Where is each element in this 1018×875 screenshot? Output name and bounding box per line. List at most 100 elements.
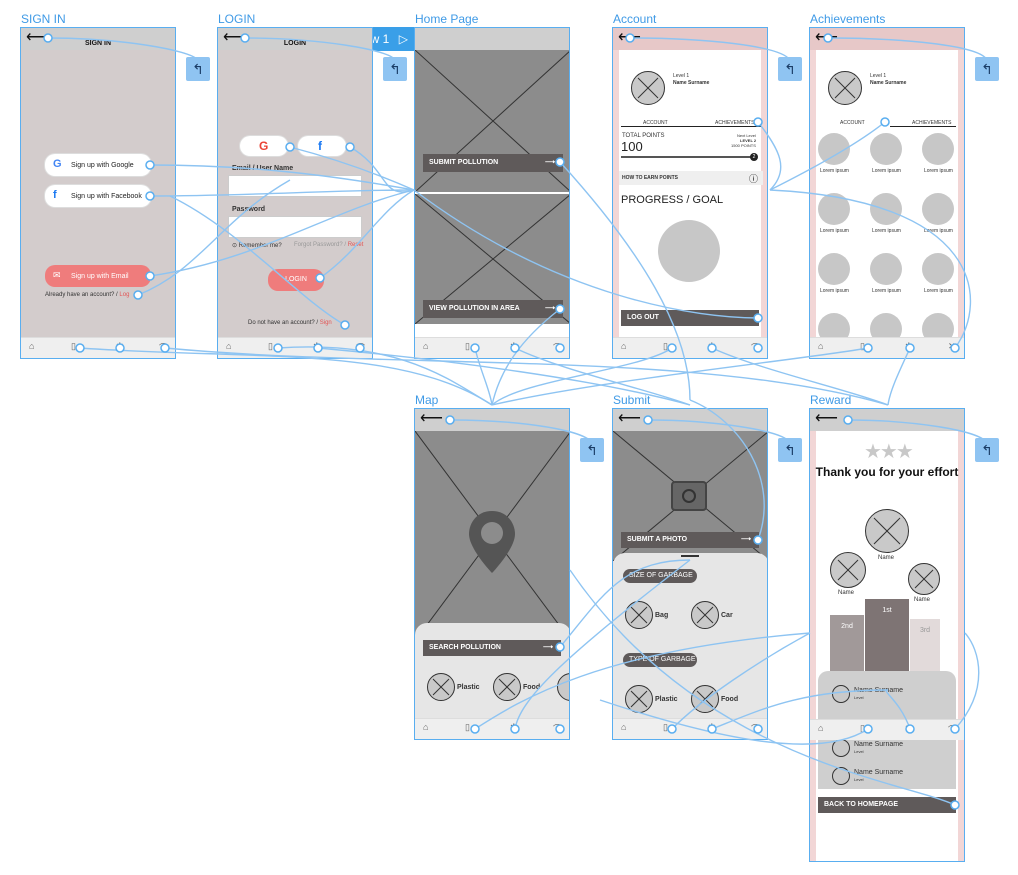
return-arrow-icon[interactable]: ↰ bbox=[975, 438, 999, 462]
google-signup-button[interactable]: G Sign up with Google bbox=[45, 154, 151, 176]
home-icon[interactable]: ⌂ bbox=[621, 341, 627, 351]
login-link[interactable]: Log bbox=[119, 292, 130, 298]
car-option-icon[interactable] bbox=[691, 601, 719, 629]
how-to-earn-row[interactable]: HOW TO EARN POINTS ⓘ bbox=[619, 171, 763, 185]
home-icon[interactable]: ⌂ bbox=[29, 341, 35, 351]
map-icon[interactable]: ▯ bbox=[465, 722, 470, 732]
home-icon[interactable]: ⌂ bbox=[818, 723, 824, 733]
home-icon[interactable]: ⌂ bbox=[621, 722, 627, 732]
points-value: 100 bbox=[621, 139, 643, 154]
settings-icon[interactable]: ✲ bbox=[905, 341, 913, 351]
settings-icon[interactable]: ✲ bbox=[313, 341, 321, 351]
achievement-badge[interactable] bbox=[922, 133, 954, 165]
leaderboard-name: Name Surname bbox=[854, 769, 904, 776]
settings-icon[interactable]: ✲ bbox=[116, 341, 124, 351]
map-icon[interactable]: ▯ bbox=[860, 723, 865, 733]
facebook-signup-button[interactable]: f Sign up with Facebook bbox=[45, 185, 151, 207]
achievement-badge[interactable] bbox=[870, 253, 902, 285]
map-icon[interactable]: ▯ bbox=[860, 341, 865, 351]
email-signup-button[interactable]: ✉ Sign up with Email bbox=[45, 265, 151, 287]
tab-account[interactable]: ACCOUNT bbox=[840, 120, 865, 126]
placeholder-cross bbox=[432, 678, 450, 696]
return-arrow-icon[interactable]: ↰ bbox=[778, 438, 802, 462]
achievement-label: Lorem ipsum bbox=[924, 288, 953, 294]
profile-icon[interactable]: ⌒ bbox=[553, 343, 563, 353]
home-icon[interactable]: ⌂ bbox=[226, 341, 232, 351]
logout-button[interactable]: LOG OUT bbox=[621, 310, 759, 326]
profile-icon[interactable]: ⌒ bbox=[159, 343, 169, 353]
achievement-badge[interactable] bbox=[818, 253, 850, 285]
remember-me-checkbox[interactable]: ⊙ Remember me? bbox=[232, 242, 282, 249]
plastic-filter-icon[interactable] bbox=[427, 673, 455, 701]
settings-icon[interactable]: ✲ bbox=[905, 723, 913, 733]
achievement-badge[interactable] bbox=[922, 253, 954, 285]
profile-icon[interactable]: ⌒ bbox=[751, 724, 761, 734]
settings-icon[interactable]: ✲ bbox=[708, 722, 716, 732]
plastic-option-icon[interactable] bbox=[625, 685, 653, 713]
already-account-label: Already have an account? / bbox=[45, 292, 118, 298]
plastic-label: Plastic bbox=[457, 684, 480, 691]
arrow-left-icon[interactable]: ⟵ bbox=[815, 410, 838, 427]
return-arrow-icon[interactable]: ↰ bbox=[778, 57, 802, 81]
food-option-icon[interactable] bbox=[691, 685, 719, 713]
return-arrow-icon[interactable]: ↰ bbox=[975, 57, 999, 81]
back-to-homepage-button[interactable]: BACK TO HOMEPAGE bbox=[818, 797, 956, 813]
bag-option-icon[interactable] bbox=[625, 601, 653, 629]
achievement-label: Lorem ipsum bbox=[924, 228, 953, 234]
profile-icon[interactable]: ⌒ bbox=[553, 724, 563, 734]
camera-icon[interactable] bbox=[671, 481, 707, 511]
close-icon[interactable]: ✕ bbox=[948, 341, 956, 351]
drag-handle[interactable] bbox=[681, 555, 699, 557]
profile-icon[interactable]: ⌒ bbox=[948, 725, 958, 735]
info-icon[interactable]: ⓘ bbox=[748, 174, 758, 184]
settings-icon[interactable]: ✲ bbox=[708, 341, 716, 351]
facebook-login-button[interactable]: f bbox=[298, 136, 346, 156]
map-icon[interactable]: ▯ bbox=[663, 722, 668, 732]
return-arrow-icon[interactable]: ↰ bbox=[580, 438, 604, 462]
google-login-button[interactable]: G bbox=[240, 136, 288, 156]
map-icon[interactable]: ▯ bbox=[268, 341, 273, 351]
top-bar: ⟵ bbox=[810, 409, 964, 431]
stars-icon: ★★★ bbox=[864, 441, 914, 463]
achievement-badge[interactable] bbox=[870, 133, 902, 165]
tab-achievements[interactable]: ACHIEVEMENTS bbox=[715, 120, 755, 126]
map-icon[interactable]: ▯ bbox=[71, 341, 76, 351]
arrow-left-icon[interactable]: ⟵ bbox=[223, 29, 246, 46]
map-icon[interactable]: ▯ bbox=[465, 341, 470, 351]
leaderboard-name: Name Surname bbox=[854, 741, 904, 748]
tab-achievements[interactable]: ACHIEVEMENTS bbox=[912, 120, 952, 126]
how-to-label: HOW TO EARN POINTS bbox=[622, 175, 679, 181]
food-filter-icon[interactable] bbox=[493, 673, 521, 701]
profile-icon[interactable]: ⌒ bbox=[356, 343, 366, 353]
arrow-left-icon[interactable]: ⟵ bbox=[618, 410, 641, 427]
settings-icon[interactable]: ✲ bbox=[510, 722, 518, 732]
home-icon[interactable]: ⌂ bbox=[423, 722, 429, 732]
login-button[interactable]: LOGIN bbox=[268, 269, 324, 291]
achievement-badge[interactable] bbox=[818, 193, 850, 225]
achievement-badge[interactable] bbox=[870, 193, 902, 225]
signup-link[interactable]: Sign bbox=[319, 320, 332, 326]
arrow-left-icon[interactable]: ⟵ bbox=[26, 29, 49, 46]
submit-photo-button[interactable]: SUBMIT A PHOTO⟶ bbox=[621, 532, 759, 548]
arrow-left-icon[interactable]: ⟵ bbox=[420, 410, 443, 427]
achievement-badge[interactable] bbox=[818, 133, 850, 165]
tab-account[interactable]: ACCOUNT bbox=[643, 120, 668, 126]
return-arrow-icon[interactable]: ↰ bbox=[383, 57, 407, 81]
settings-icon[interactable]: ✲ bbox=[510, 341, 518, 351]
email-field[interactable] bbox=[228, 175, 362, 197]
home-icon[interactable]: ⌂ bbox=[423, 341, 429, 351]
profile-icon[interactable]: ⌒ bbox=[751, 343, 761, 353]
reset-link[interactable]: Reset bbox=[347, 242, 364, 248]
home-icon[interactable]: ⌂ bbox=[818, 341, 824, 351]
map-icon[interactable]: ▯ bbox=[663, 341, 668, 351]
password-field[interactable] bbox=[228, 216, 362, 238]
search-pollution-button[interactable]: SEARCH POLLUTION⟶ bbox=[423, 640, 561, 656]
arrow-left-icon[interactable]: ⟵ bbox=[618, 29, 641, 46]
third-place-avatar bbox=[908, 563, 940, 595]
achievement-badge[interactable] bbox=[922, 193, 954, 225]
arrow-left-icon[interactable]: ⟵ bbox=[815, 29, 838, 46]
bottom-nav: ⌂ ▯ ✲ ⌒ bbox=[415, 718, 569, 739]
view-pollution-button[interactable]: VIEW POLLUTION IN AREA⟶ bbox=[423, 300, 563, 318]
return-arrow-icon[interactable]: ↰ bbox=[186, 57, 210, 81]
submit-pollution-button[interactable]: SUBMIT POLLUTION⟶ bbox=[423, 154, 563, 172]
